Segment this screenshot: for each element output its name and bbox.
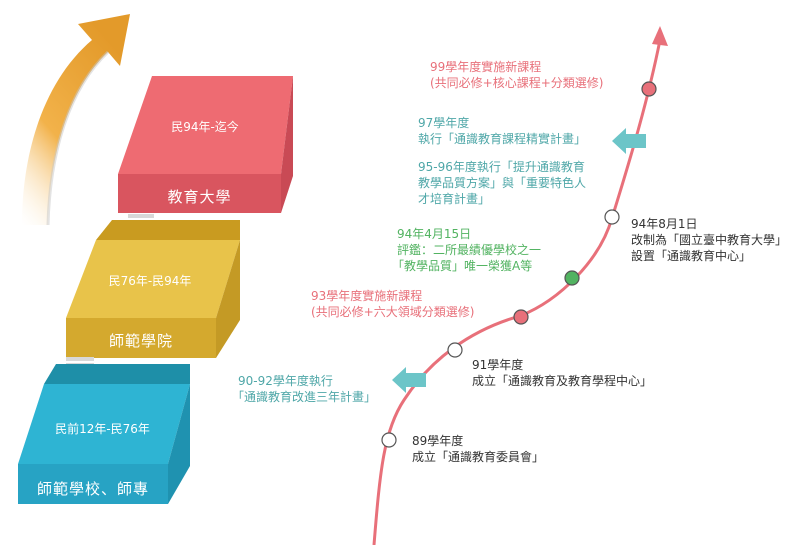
node-91 [447,342,463,358]
event-94-4-detail: 評鑑：二所最績優學校之一 [397,243,542,257]
event-89-detail: 成立「通識教育委員會」 [412,450,545,464]
stage-period: 民94年-迄今 [171,120,239,134]
event-99-title: 99學年度實施新課程 [430,60,542,74]
node-94-4 [564,270,580,286]
node-93 [513,309,529,325]
teal-arrow-icon [612,128,646,154]
event-95-title: 95-96年度執行「提升通識教育 [418,160,585,174]
event-93-title: 93學年度實施新課程 [311,289,423,303]
event-95-detail2: 才培育計畫」 [418,192,491,206]
event-94-8-detail: 改制為「國立臺中教育大學」 [631,233,788,247]
growth-arrow-icon [22,14,130,226]
event-94-4-detail2: 「教學品質」唯一榮獲A等 [392,259,533,273]
event-95-detail: 教學品質方案」與「重要特色人 [418,176,587,190]
teal-arrow-icon [392,367,426,393]
event-97-title: 97學年度 [418,116,470,130]
stage-name: 師範學校、師專 [36,480,149,498]
event-94-8-detail2: 設置「通識教育中心」 [631,249,752,263]
event-91-title: 91學年度 [472,358,524,372]
event-90-detail: 「通識教育改進三年計畫」 [232,390,377,404]
node-99 [641,81,657,97]
stage-period: 民76年-民94年 [108,274,192,288]
event-91-detail: 成立「通識教育及教育學程中心」 [472,374,653,388]
node-94-8 [604,209,620,225]
node-89 [381,432,397,448]
event-94-8-title: 94年8月1日 [631,217,698,231]
event-93-detail: (共同必修+六大領域分類選修) [311,305,475,319]
stage-name: 師範學院 [108,332,173,350]
event-94-4-title: 94年4月15日 [397,227,472,241]
stage-period: 民前12年-民76年 [55,422,150,436]
event-89-title: 89學年度 [412,434,464,448]
event-99-detail: (共同必修+核心課程+分類選修) [430,76,604,90]
stage-name: 教育大學 [167,188,232,206]
event-90-title: 90-92學年度執行 [238,374,333,388]
event-97-detail: 執行「通識教育課程精實計畫」 [418,132,587,146]
